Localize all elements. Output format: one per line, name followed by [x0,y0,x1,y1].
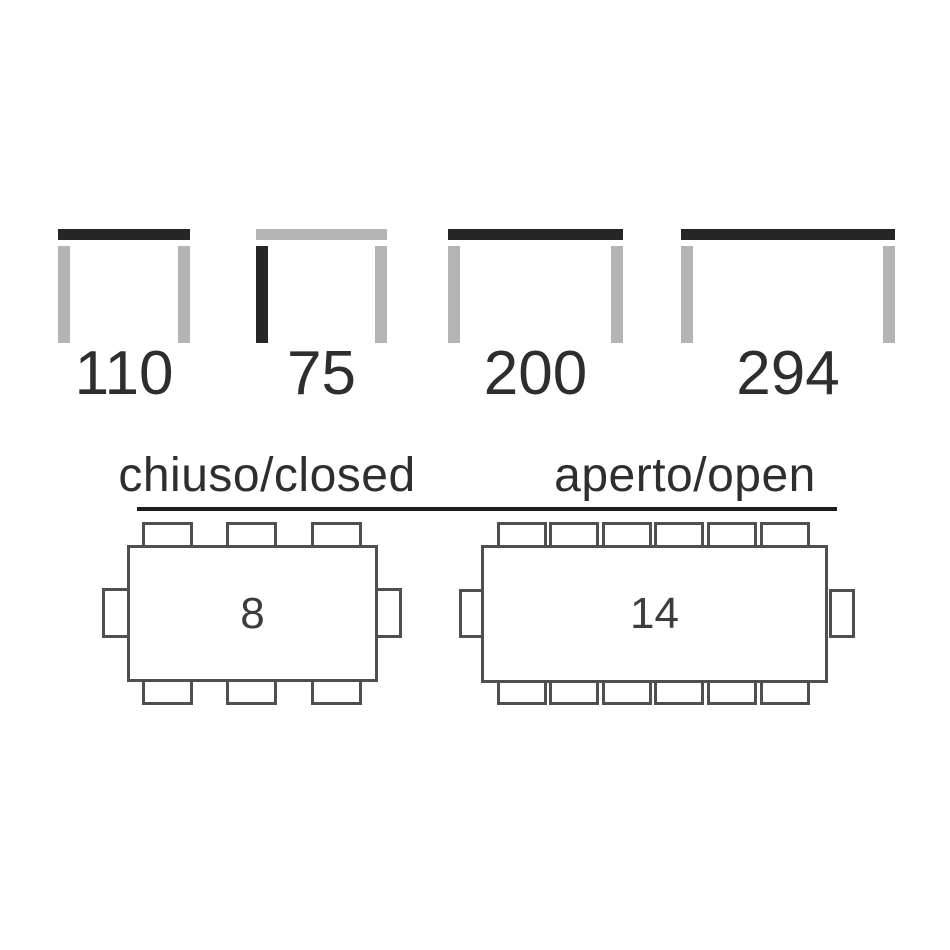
chair-right [374,588,402,638]
side-view-75: 75 [256,229,387,419]
dimension-label: 200 [483,339,588,408]
chair-right [829,589,855,638]
tabletop-bar [681,229,895,240]
open-table-top-view: 14 [481,545,828,683]
table-leg-right [611,246,623,343]
table-leg-right [178,246,190,343]
dimension-label: 294 [736,339,840,408]
chair-top [602,522,652,549]
tabletop-bar [448,229,623,240]
side-view-200: 200 [448,229,623,419]
table-leg-left [681,246,693,343]
dimension-label: 75 [287,339,356,408]
seat-count: 14 [630,589,679,638]
closed-heading: chiuso/closed [118,449,416,502]
seat-count: 8 [240,588,265,638]
table-leg-left [256,246,268,343]
chair-bottom [142,678,193,705]
chair-left [459,589,485,638]
chair-bottom [311,678,362,705]
chair-top [497,522,547,549]
table-leg-right [375,246,387,343]
side-view-110: 110 [58,229,190,419]
table-leg-right [883,246,895,343]
chair-left [102,588,130,638]
table-leg-left [448,246,460,343]
table-leg-left [58,246,70,343]
tabletop-bar [58,229,190,240]
closed-table-top-view: 8 [127,545,378,682]
chair-top [226,522,277,549]
chair-bottom [226,678,277,705]
dimension-label: 110 [74,339,174,408]
tabletop-bar [256,229,387,240]
open-heading: aperto/open [554,449,816,502]
side-view-294: 294 [681,229,895,419]
divider-line [137,507,837,511]
